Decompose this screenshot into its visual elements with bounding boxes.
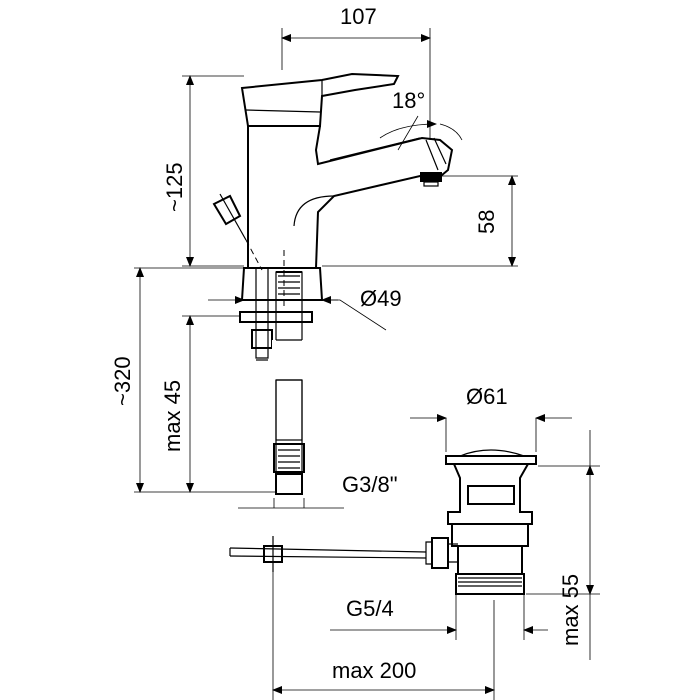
dim-body-height: ~125 [162,162,187,212]
dim-waste-diameter: Ø61 [466,384,508,409]
lever-handle [240,72,400,127]
dim-spout-reach: 107 [340,4,377,29]
dimension-lines [134,28,600,700]
dim-max-thickness: max 45 [160,380,185,452]
faucet-body [247,125,454,269]
dim-hose-thread: G3/8" [342,472,398,497]
dim-total-height: ~320 [110,356,135,406]
faucet-drawing [212,72,454,495]
dim-spout-height: 58 [474,210,499,234]
dim-rod-max-length: max 200 [332,658,416,683]
dim-lever-angle: 18° [392,88,425,113]
dimension-labels: 107 18° ~125 58 Ø49 ~320 max 45 G3/8" Ø6… [110,4,583,683]
dim-base-diameter: Ø49 [360,286,402,311]
dim-waste-thread: G5/4 [346,596,394,621]
dim-waste-max-length: max 55 [558,574,583,646]
